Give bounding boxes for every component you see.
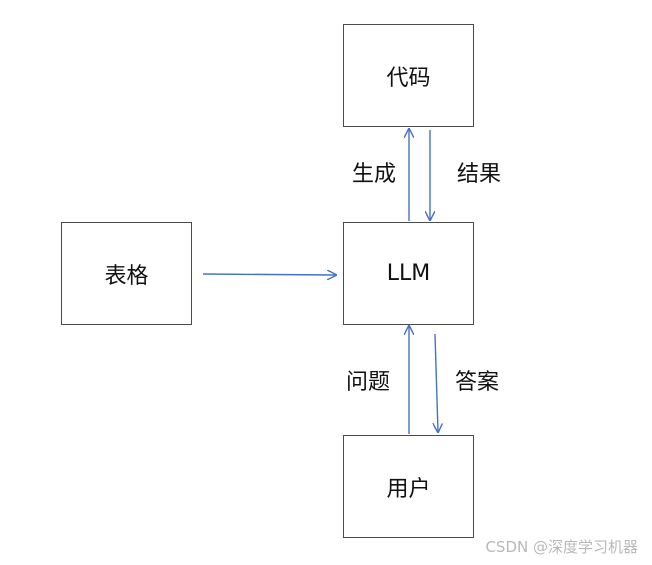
node-user-label: 用户 [386, 476, 431, 502]
node-code-label: 代码 [386, 65, 431, 91]
edge-label-answer: 答案 [455, 370, 500, 395]
node-llm: LLM [343, 222, 474, 325]
edge-label-question: 问题 [346, 370, 391, 395]
arrow-table-to-llm [202, 274, 336, 275]
node-code: 代码 [343, 24, 474, 127]
node-llm-label: LLM [386, 261, 431, 286]
node-table-label: 表格 [104, 263, 149, 289]
node-user: 用户 [343, 435, 474, 538]
node-table: 表格 [61, 222, 192, 325]
edge-label-result: 结果 [457, 162, 502, 187]
watermark: CSDN @深度学习机器 [485, 538, 638, 556]
edge-label-generate: 生成 [352, 162, 397, 187]
arrow-llm-to-user [435, 333, 438, 432]
